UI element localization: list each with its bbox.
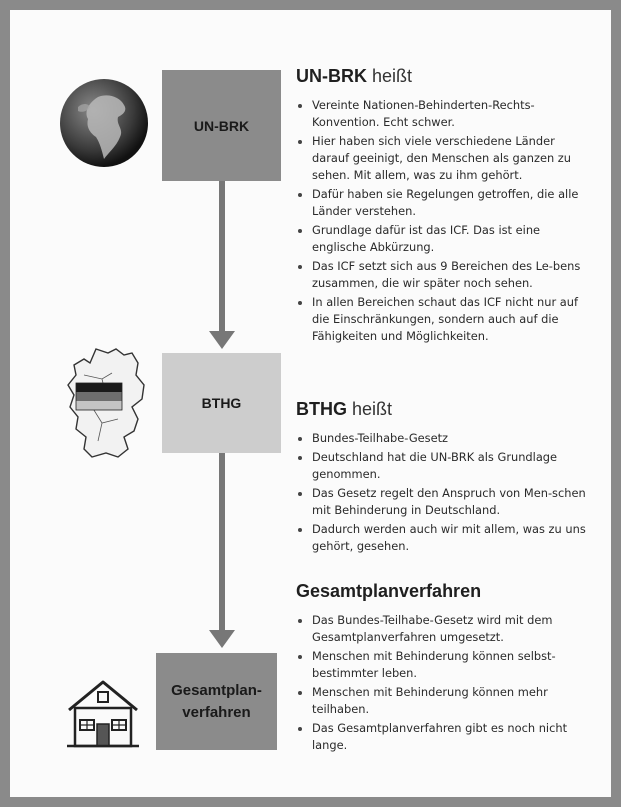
list-item: Das ICF setzt sich aus 9 Bereichen des L… — [312, 258, 588, 292]
list-item: In allen Bereichen schaut das ICF nicht … — [312, 294, 588, 346]
house-icon — [65, 678, 141, 750]
section-gesamtplanverfahren: Gesamtplanverfahren Das Bundes-Teilhabe-… — [296, 581, 588, 756]
arrow-down-icon — [209, 331, 235, 349]
list-item: Dafür haben sie Regelungen getroffen, di… — [312, 186, 588, 220]
gesamtplanverfahren-box: Gesamtplan- verfahren — [156, 653, 277, 750]
list-item: Das Gesamtplanverfahren gibt es noch nic… — [312, 720, 588, 754]
bthg-box-label: BTHG — [201, 395, 242, 411]
bullet-list: Das Bundes-Teilhabe-Gesetz wird mit dem … — [296, 612, 588, 754]
heading-bold: BTHG — [296, 399, 347, 419]
bthg-box: BTHG — [162, 353, 281, 453]
unbrk-box-label: UN-BRK — [193, 117, 250, 134]
list-item: Bundes-Teilhabe-Gesetz — [312, 430, 588, 447]
list-item: Grundlage dafür ist das ICF. Das ist ein… — [312, 222, 588, 256]
list-item: Menschen mit Behinderung können selbst-b… — [312, 648, 588, 682]
list-item: Deutschland hat die UN-BRK als Grundlage… — [312, 449, 588, 483]
gesamt-box-line1: Gesamtplan- — [171, 681, 262, 699]
section-bthg: BTHG heißt Bundes-Teilhabe-Gesetz Deutsc… — [296, 399, 588, 556]
heading-rest: heißt — [347, 399, 393, 419]
heading-rest: heißt — [367, 66, 413, 86]
arrow-down-icon — [209, 630, 235, 648]
germany-map-icon — [62, 345, 150, 462]
bullet-list: Bundes-Teilhabe-Gesetz Deutschland hat d… — [296, 430, 588, 555]
list-item: Das Gesetz regelt den Anspruch von Men-s… — [312, 485, 588, 519]
section-heading: UN-BRK heißt — [296, 66, 588, 87]
page: UN-BRK BTHG — [10, 10, 611, 797]
heading-bold: Gesamtplanverfahren — [296, 581, 482, 601]
list-item: Dadurch werden auch wir mit allem, was z… — [312, 521, 588, 555]
list-item: Menschen mit Behinderung können mehr tei… — [312, 684, 588, 718]
heading-bold: UN-BRK — [296, 66, 367, 86]
connector-line-1 — [219, 181, 225, 331]
unbrk-box: UN-BRK — [162, 70, 281, 181]
list-item: Hier haben sich viele verschiedene Lände… — [312, 133, 588, 185]
connector-line-2 — [219, 453, 225, 633]
gesamt-box-line2: verfahren — [182, 703, 251, 721]
section-unbrk: UN-BRK heißt Vereinte Nationen-Behindert… — [296, 66, 588, 347]
bullet-list: Vereinte Nationen-Behinderten-Rechts-Kon… — [296, 97, 588, 345]
section-heading: Gesamtplanverfahren — [296, 581, 588, 602]
list-item: Das Bundes-Teilhabe-Gesetz wird mit dem … — [312, 612, 588, 646]
globe-icon — [58, 77, 150, 169]
list-item: Vereinte Nationen-Behinderten-Rechts-Kon… — [312, 97, 588, 131]
section-heading: BTHG heißt — [296, 399, 588, 420]
